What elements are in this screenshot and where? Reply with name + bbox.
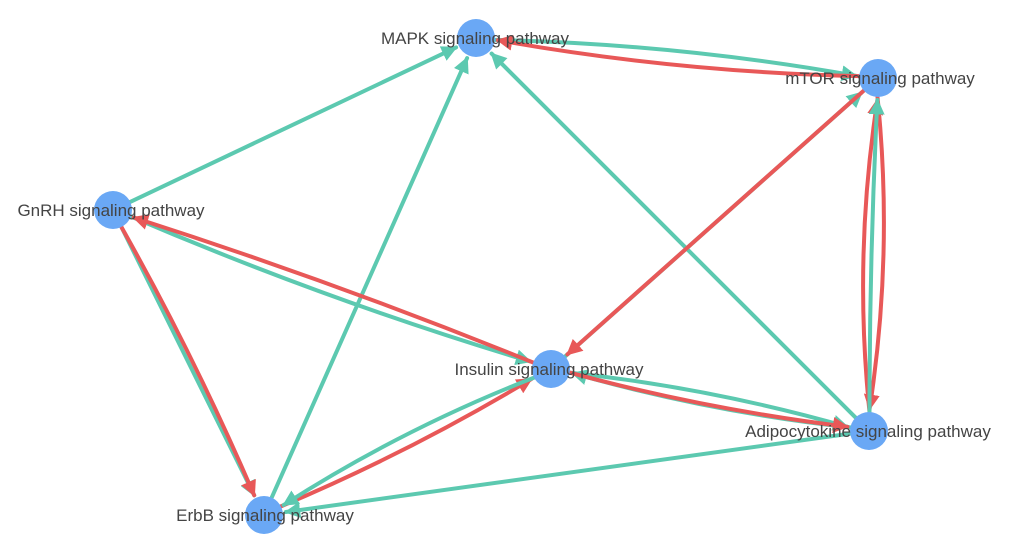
edges-layer [119,34,886,518]
edge-adipo-to-mtor-activation [867,98,885,414]
node-gnrh[interactable] [94,191,132,229]
edge-erbb-to-insulin-inhibition [278,377,534,509]
edge-adipo-to-erbb-activation [283,431,853,518]
edge-adipo-to-mtor-inhibition [861,98,884,414]
edge-mtor-to-insulin-inhibition [565,88,866,357]
nodes-layer [94,19,897,534]
edge-mtor-to-adipo-inhibition [863,95,886,411]
edge-gnrh-to-insulin-activation [128,214,533,366]
edge-mtor-to-mapk-inhibition [495,34,862,79]
node-adipo[interactable] [850,412,888,450]
edge-insulin-to-adipo-activation [567,370,850,431]
node-mtor[interactable] [859,59,897,97]
edge-insulin-to-gnrh-inhibition [131,214,536,365]
edge-mapk-to-mtor-activation [492,37,859,82]
node-erbb[interactable] [245,496,283,534]
edge-adipo-to-insulin-activation [570,369,853,430]
edge-gnrh-to-erbb-inhibition [119,225,257,498]
edge-erbb-to-mapk-activation [269,56,470,500]
edge-gnrh-to-mapk-activation [128,45,459,204]
edge-insulin-to-adipo-inhibition [567,370,850,433]
edge-gnrh-to-erbb-activation [119,225,257,498]
node-mapk[interactable] [457,19,495,57]
node-insulin[interactable] [532,350,570,388]
edge-insulin-to-erbb-activation [281,375,537,507]
edge-adipo-to-mapk-activation [489,51,858,420]
